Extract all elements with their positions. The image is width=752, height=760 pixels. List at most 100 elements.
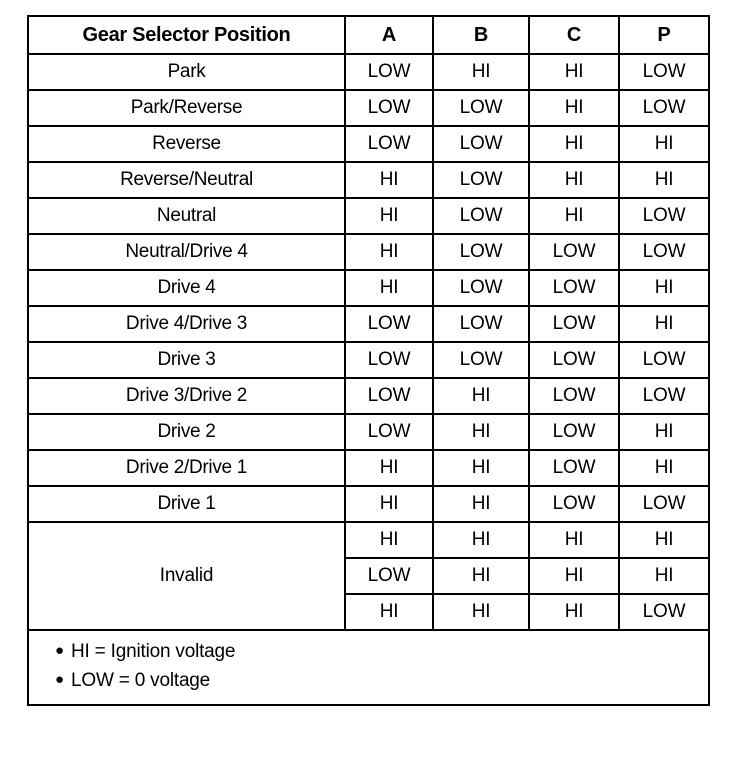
- cell-gear-label: Neutral/Drive 4: [27, 233, 346, 271]
- cell-gear-label: Reverse/Neutral: [27, 161, 346, 199]
- cell-value-b: HI: [432, 449, 530, 487]
- cell-value-c: LOW: [528, 233, 620, 271]
- cell-value-p: LOW: [618, 593, 710, 631]
- cell-value-p: HI: [618, 125, 710, 163]
- cell-value-b: LOW: [432, 341, 530, 379]
- cell-value-a: HI: [344, 161, 434, 199]
- cell-value-b: HI: [432, 521, 530, 559]
- column-header-gear-selector-position: Gear Selector Position: [27, 15, 346, 55]
- cell-gear-label: Drive 4/Drive 3: [27, 305, 346, 343]
- table-header: Gear Selector Position A B C P: [27, 15, 710, 55]
- cell-value-b: LOW: [432, 197, 530, 235]
- cell-value-c: HI: [528, 557, 620, 595]
- cell-value-a: LOW: [344, 413, 434, 451]
- cell-value-p: HI: [618, 449, 710, 487]
- cell-value-b: HI: [432, 485, 530, 523]
- cell-value-p: HI: [618, 305, 710, 343]
- cell-gear-label-invalid: Invalid: [27, 521, 346, 631]
- note-text: HI = Ignition voltage: [71, 641, 236, 662]
- cell-value-a: LOW: [344, 377, 434, 415]
- cell-value-c: HI: [528, 521, 620, 559]
- cell-value-a: LOW: [344, 89, 434, 127]
- cell-value-p: LOW: [618, 89, 710, 127]
- cell-value-b: LOW: [432, 233, 530, 271]
- cell-value-a: LOW: [344, 53, 434, 91]
- cell-value-p: LOW: [618, 377, 710, 415]
- cell-value-a: HI: [344, 197, 434, 235]
- cell-value-p: LOW: [618, 233, 710, 271]
- cell-value-b: LOW: [432, 305, 530, 343]
- cell-gear-label: Neutral: [27, 197, 346, 235]
- column-header-b: B: [432, 15, 530, 55]
- cell-gear-label: Drive 1: [27, 485, 346, 523]
- note-text: LOW = 0 voltage: [71, 670, 211, 692]
- cell-value-c: HI: [528, 53, 620, 91]
- cell-value-p: LOW: [618, 197, 710, 235]
- cell-gear-label: Reverse: [27, 125, 346, 163]
- bullet-dot-icon: ●: [55, 671, 64, 689]
- cell-value-p: HI: [618, 413, 710, 451]
- cell-value-c: HI: [528, 593, 620, 631]
- cell-value-b: LOW: [432, 161, 530, 199]
- notes-container: ● HI = Ignition voltage ● LOW = 0 voltage: [27, 629, 710, 706]
- cell-gear-label: Drive 3: [27, 341, 346, 379]
- cell-value-b: HI: [432, 53, 530, 91]
- cell-value-b: HI: [432, 557, 530, 595]
- cell-gear-label: Park/Reverse: [27, 89, 346, 127]
- cell-value-c: LOW: [528, 305, 620, 343]
- cell-value-a: HI: [344, 233, 434, 271]
- cell-value-p: LOW: [618, 485, 710, 523]
- cell-value-c: HI: [528, 197, 620, 235]
- cell-value-a: HI: [344, 269, 434, 307]
- cell-value-p: HI: [618, 557, 710, 595]
- cell-value-c: LOW: [528, 377, 620, 415]
- cell-gear-label: Drive 4: [27, 269, 346, 307]
- cell-value-a: LOW: [344, 305, 434, 343]
- cell-value-a: LOW: [344, 557, 434, 595]
- cell-value-b: LOW: [432, 269, 530, 307]
- cell-value-p: LOW: [618, 341, 710, 379]
- cell-value-b: HI: [432, 593, 530, 631]
- column-header-c: C: [528, 15, 620, 55]
- cell-gear-label: Drive 3/Drive 2: [27, 377, 346, 415]
- cell-value-b: LOW: [432, 89, 530, 127]
- table-header-row: Gear Selector Position A B C P: [27, 15, 710, 55]
- cell-value-p: HI: [618, 161, 710, 199]
- cell-value-p: LOW: [618, 53, 710, 91]
- cell-value-a: HI: [344, 449, 434, 487]
- cell-value-p: HI: [618, 521, 710, 559]
- cell-gear-label: Drive 2: [27, 413, 346, 451]
- cell-value-c: HI: [528, 161, 620, 199]
- cell-value-p: HI: [618, 269, 710, 307]
- cell-gear-label: Park: [27, 53, 346, 91]
- column-header-p: P: [618, 15, 710, 55]
- cell-value-c: HI: [528, 89, 620, 127]
- notes-list: ● HI = Ignition voltage ● LOW = 0 voltage: [29, 637, 708, 696]
- cell-value-c: HI: [528, 125, 620, 163]
- cell-value-c: LOW: [528, 485, 620, 523]
- table-notes-row: ● HI = Ignition voltage ● LOW = 0 voltage: [27, 629, 710, 706]
- cell-gear-label: Drive 2/Drive 1: [27, 449, 346, 487]
- cell-value-b: HI: [432, 413, 530, 451]
- cell-value-b: LOW: [432, 125, 530, 163]
- cell-value-c: LOW: [528, 449, 620, 487]
- bullet-dot-icon: ●: [55, 642, 64, 659]
- cell-value-a: HI: [344, 485, 434, 523]
